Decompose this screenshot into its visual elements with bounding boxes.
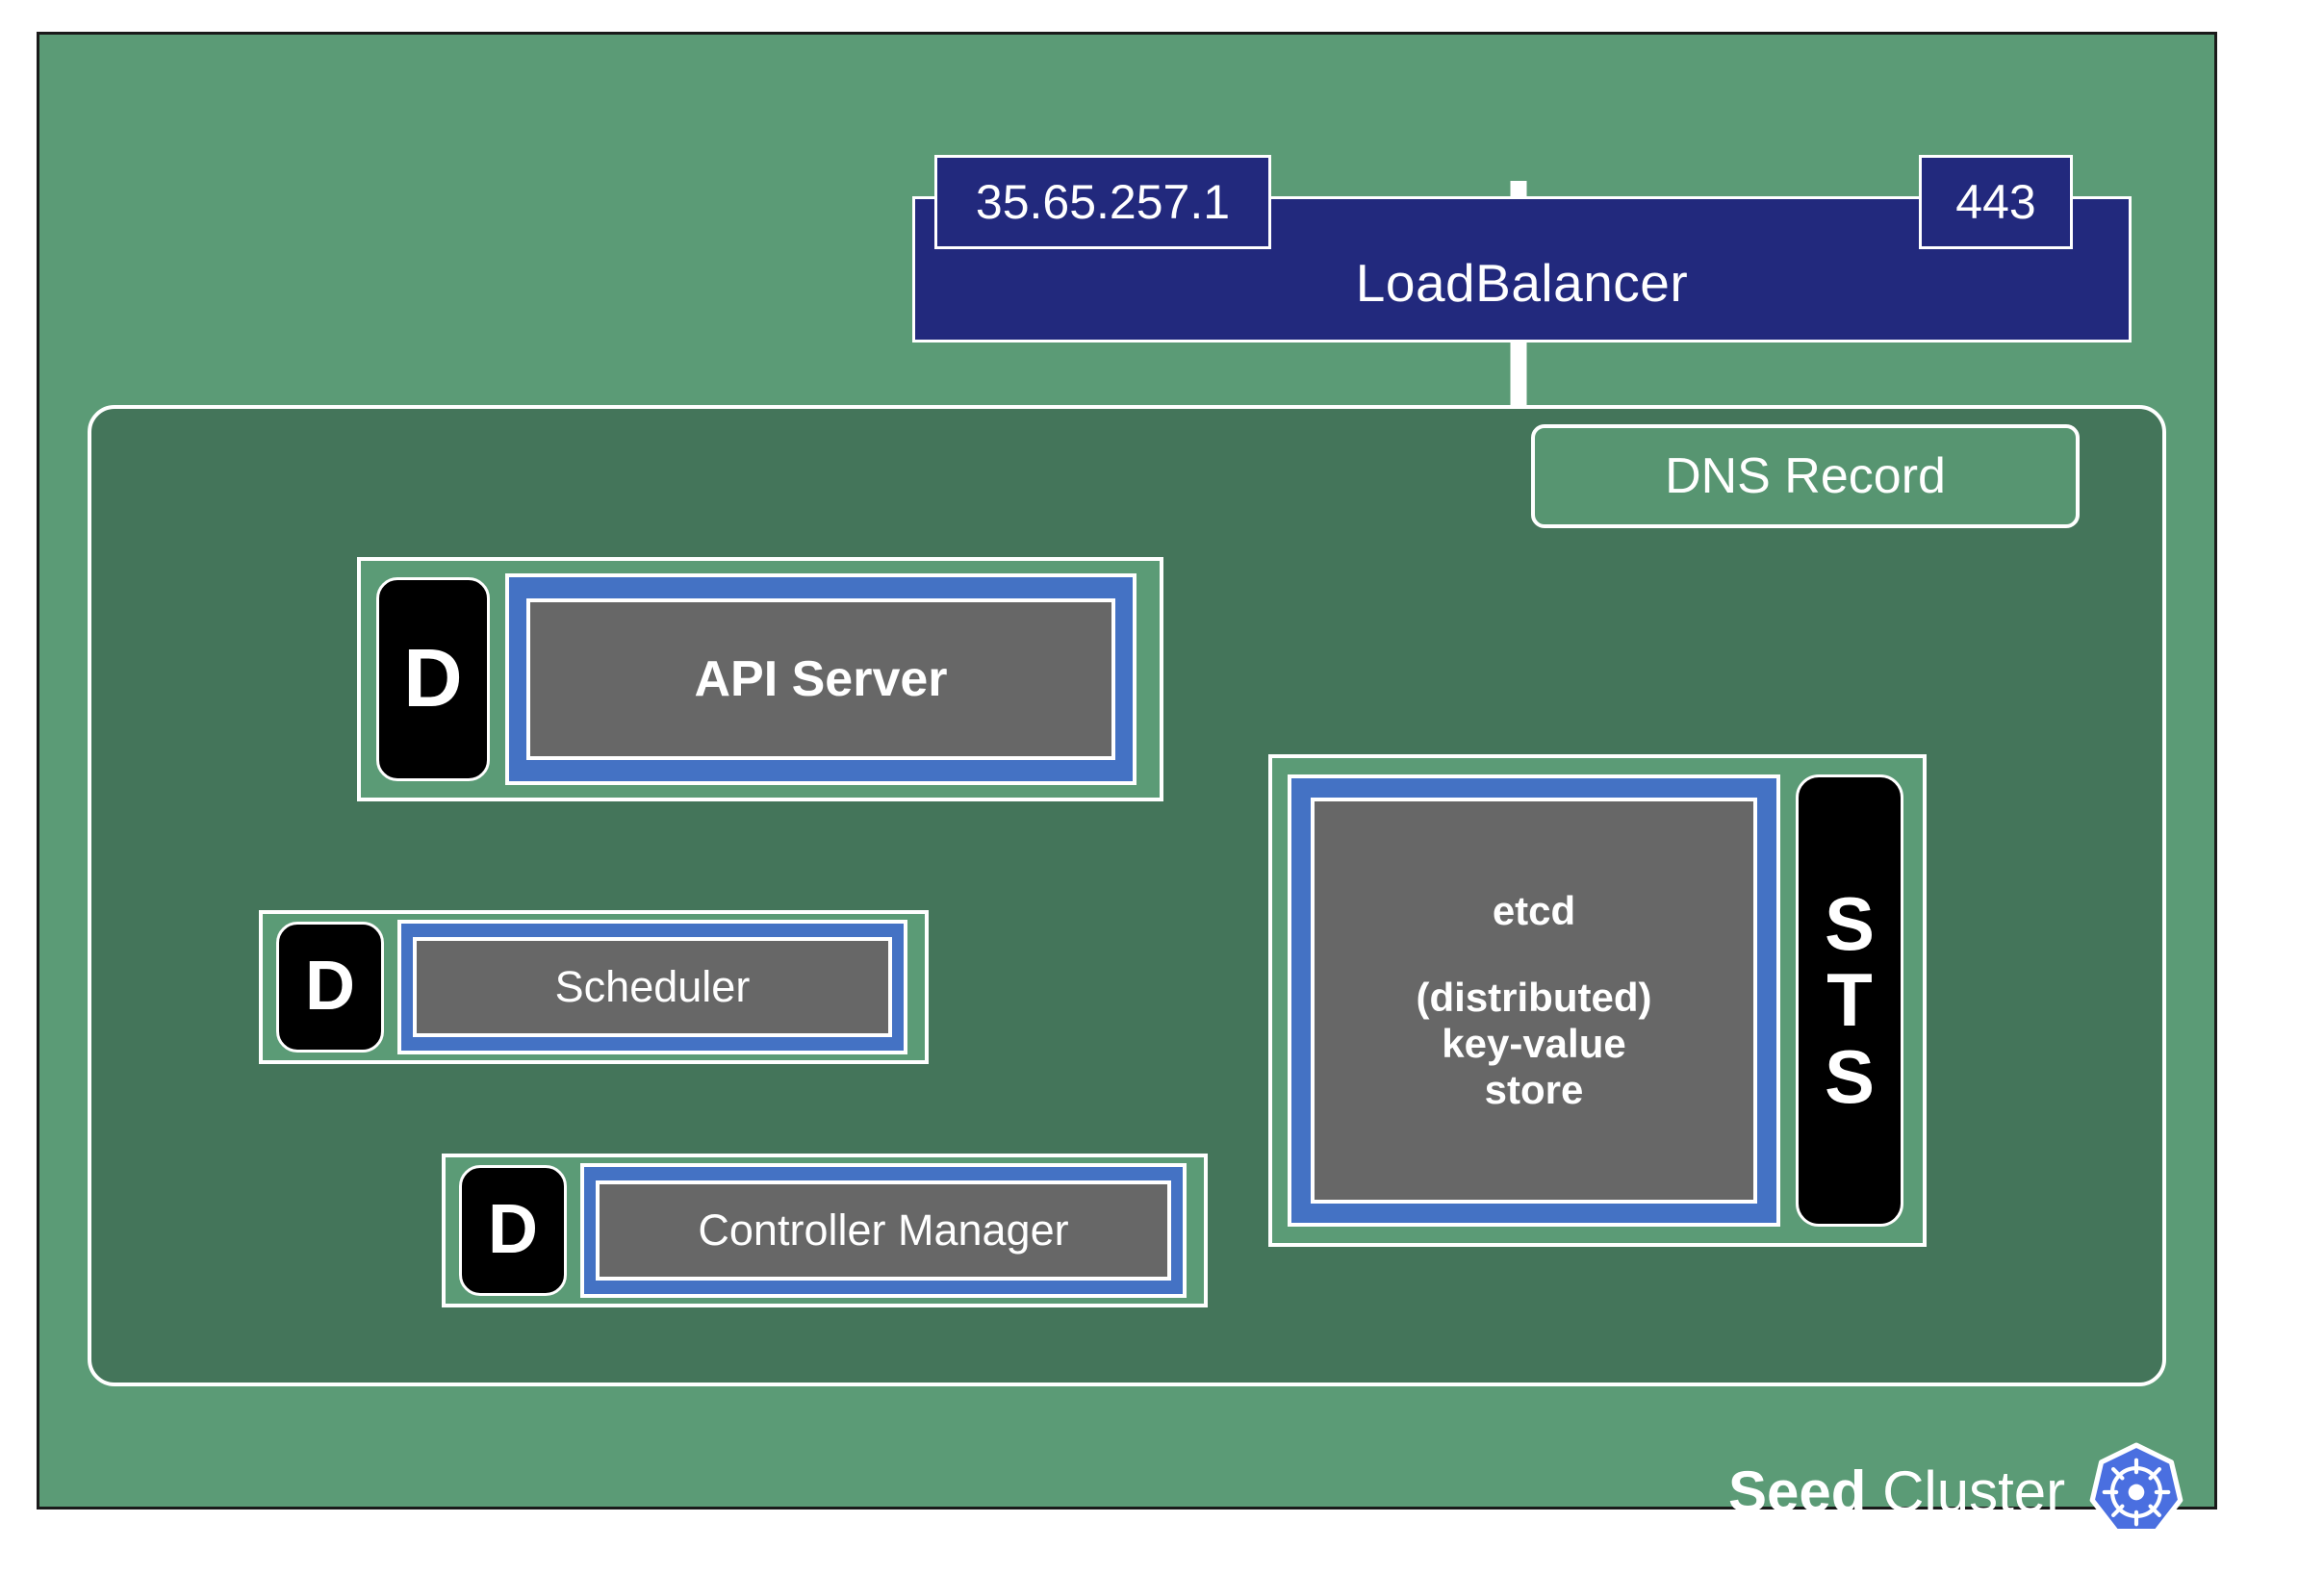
brand-title: Seed Cluster xyxy=(1728,1463,2065,1521)
pod-controller-manager: Controller Manager xyxy=(580,1163,1187,1298)
kubernetes-icon xyxy=(2089,1442,2184,1535)
pod-etcd: etcd (distributed) key-value store xyxy=(1288,774,1780,1227)
workload-controller-manager: D Controller Manager xyxy=(442,1154,1208,1307)
statefulset-badge-letter-t: T xyxy=(1826,957,1873,1043)
container-label-controller-manager: Controller Manager xyxy=(698,1205,1069,1255)
brand-title-rest: Cluster xyxy=(1866,1459,2066,1524)
container-etcd: etcd (distributed) key-value store xyxy=(1311,798,1757,1204)
dns-record-label: DNS Record xyxy=(1665,448,1946,504)
workload-api-server: D API Server xyxy=(357,557,1163,801)
statefulset-badge-letter-s1: S xyxy=(1824,880,1876,966)
loadbalancer-port-tag: 443 xyxy=(1919,155,2073,249)
slide-background: LoadBalancer 35.65.257.1 443 DNS Record … xyxy=(37,32,2217,1535)
dns-record-box: DNS Record xyxy=(1531,424,2080,528)
footer-branding: Seed Cluster xyxy=(1728,1434,2186,1550)
deployment-badge-controller-manager: D xyxy=(459,1165,567,1296)
pod-api-server: API Server xyxy=(505,573,1136,785)
workload-scheduler: D Scheduler xyxy=(259,910,929,1064)
container-label-etcd-line4: store xyxy=(1484,1067,1584,1112)
loadbalancer-ip-value: 35.65.257.1 xyxy=(975,175,1231,229)
deployment-badge-letter: D xyxy=(403,632,463,724)
workload-etcd: etcd (distributed) key-value store S T S xyxy=(1268,754,1927,1247)
loadbalancer-label: LoadBalancer xyxy=(1355,252,1689,313)
deployment-badge-api-server: D xyxy=(376,577,490,781)
container-label-api-server: API Server xyxy=(694,651,948,707)
deployment-badge-letter: D xyxy=(488,1191,538,1269)
container-label-etcd-line2: (distributed) xyxy=(1416,975,1652,1020)
brand-title-strong: Seed xyxy=(1728,1459,1867,1524)
container-api-server: API Server xyxy=(526,598,1115,760)
loadbalancer-port-value: 443 xyxy=(1955,175,2036,229)
pod-scheduler: Scheduler xyxy=(397,920,907,1054)
container-scheduler: Scheduler xyxy=(413,937,892,1037)
deployment-badge-letter: D xyxy=(305,948,355,1026)
container-label-etcd-title: etcd xyxy=(1492,888,1576,933)
loadbalancer-ip-tag: 35.65.257.1 xyxy=(934,155,1271,249)
statefulset-badge-letter-s2: S xyxy=(1824,1033,1876,1119)
statefulset-badge-etcd: S T S xyxy=(1796,774,1903,1227)
container-controller-manager: Controller Manager xyxy=(596,1180,1171,1281)
deployment-badge-scheduler: D xyxy=(276,922,384,1053)
container-label-scheduler: Scheduler xyxy=(554,962,751,1011)
container-label-etcd-line3: key-value xyxy=(1442,1021,1626,1066)
